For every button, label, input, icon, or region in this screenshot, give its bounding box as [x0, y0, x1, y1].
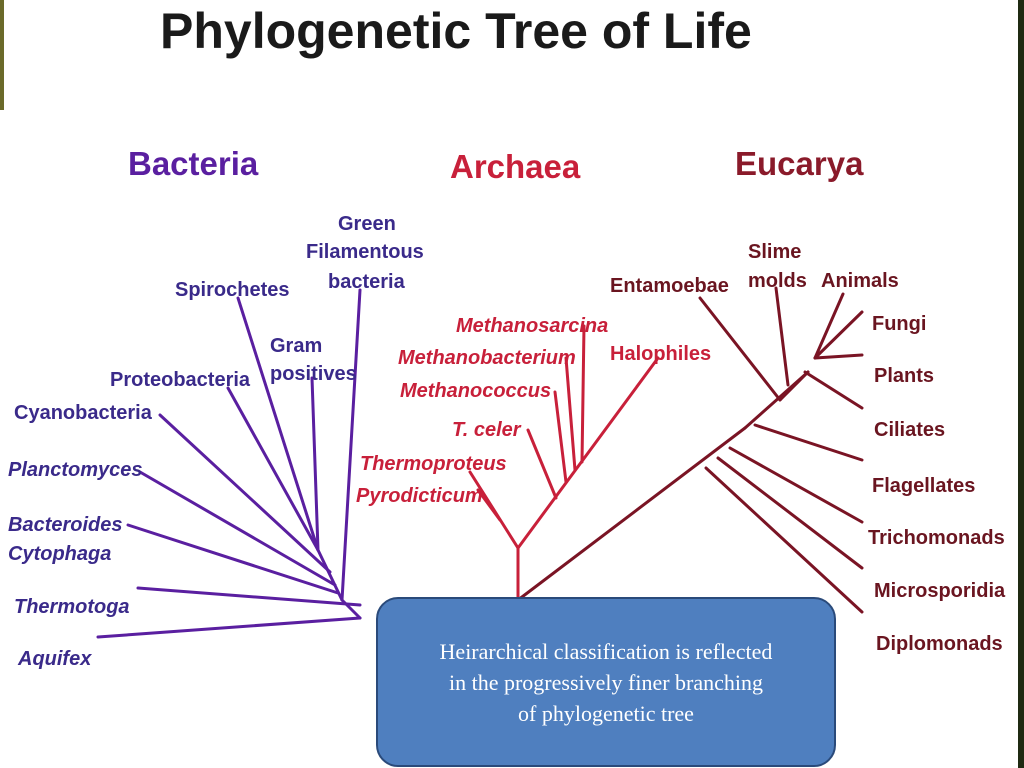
branch-diplomonads — [704, 466, 864, 614]
label-positives: positives — [270, 363, 357, 385]
branch-slime-molds — [774, 286, 790, 387]
domain-bacteria: Bacteria — [128, 145, 259, 182]
label-trichomonads: Trichomonads — [868, 527, 1005, 549]
branch-microsporidia — [716, 456, 864, 570]
eucarya-labels: Entamoebae Slime molds Animals Fungi Pla… — [610, 241, 1006, 655]
callout-box: Heirarchical classification is reflected… — [376, 597, 836, 767]
archaea-labels: Methanosarcina Methanobacterium Halophil… — [356, 315, 711, 507]
label-t-celer: T. celer — [452, 419, 522, 441]
label-spirochetes: Spirochetes — [175, 279, 289, 301]
label-pyrodicticum: Pyrodicticum — [356, 485, 483, 507]
branch-methanosarcina — [580, 324, 586, 464]
eucarya-branches — [516, 286, 864, 614]
page-title: Phylogenetic Tree of Life — [160, 3, 752, 59]
label-methanococcus: Methanococcus — [400, 380, 551, 402]
label-gram: Gram — [270, 335, 322, 357]
label-methanosarcina: Methanosarcina — [456, 315, 608, 337]
branch-cyanobacteria — [158, 413, 332, 574]
label-proteobacteria: Proteobacteria — [110, 369, 251, 391]
branch-gram-positives — [310, 376, 320, 552]
label-filamentous: Filamentous — [306, 241, 424, 263]
branch-t-celer — [526, 428, 558, 500]
label-cyanobacteria: Cyanobacteria — [14, 402, 153, 424]
label-flagellates: Flagellates — [872, 475, 975, 497]
label-green: Green — [338, 213, 396, 235]
label-methanobacterium: Methanobacterium — [398, 347, 576, 369]
branch-animals — [813, 292, 845, 360]
label-slime: Slime — [748, 241, 801, 263]
label-planctomyces: Planctomyces — [8, 459, 143, 481]
label-cytophaga: Cytophaga — [8, 543, 111, 565]
branch-entamoebae — [698, 296, 782, 402]
label-fungi: Fungi — [872, 313, 926, 335]
crown-node — [778, 370, 810, 402]
branch-green-filamentous — [340, 288, 362, 602]
branch-ciliates — [803, 370, 864, 410]
left-edge-strip — [0, 0, 4, 110]
label-thermotoga: Thermotoga — [14, 596, 130, 618]
label-entamoebae: Entamoebae — [610, 275, 729, 297]
eucarya-trunk — [516, 426, 747, 602]
branch-pyrodicticum — [476, 488, 502, 522]
label-animals: Animals — [821, 270, 899, 292]
label-bacteria-leaf: bacteria — [328, 271, 406, 293]
bacteria-branches — [96, 288, 362, 639]
branch-thermotoga — [136, 586, 362, 607]
branch-spirochetes — [236, 296, 320, 552]
branch-methanococcus — [553, 390, 568, 484]
branch-flagellates — [753, 423, 864, 462]
callout-text: Heirarchical classification is reflected… — [439, 638, 773, 726]
branch-halophiles — [516, 356, 660, 550]
archaea-branches — [468, 324, 660, 602]
label-halophiles: Halophiles — [610, 343, 711, 365]
label-bacteroides: Bacteroides — [8, 514, 123, 536]
label-aquifex: Aquifex — [17, 648, 92, 670]
right-edge-strip — [1018, 0, 1024, 768]
domain-archaea: Archaea — [450, 148, 581, 185]
branch-plants — [813, 353, 864, 360]
branch-aquifex — [96, 616, 362, 639]
branch-bacteroides — [126, 523, 340, 595]
label-diplomonads: Diplomonads — [876, 633, 1003, 655]
bacteria-labels: Green Filamentous bacteria Spirochetes G… — [8, 213, 424, 670]
label-thermoproteus: Thermoproteus — [360, 453, 507, 475]
branch-planctomyces — [138, 470, 337, 587]
branch-proteobacteria — [226, 386, 320, 552]
label-molds: molds — [748, 270, 807, 292]
branch-fungi — [813, 310, 864, 360]
branch-trichomonads — [728, 446, 864, 524]
label-plants: Plants — [874, 365, 934, 387]
domain-eucarya: Eucarya — [735, 145, 864, 182]
branch-methanobacterium — [564, 356, 577, 472]
label-microsporidia: Microsporidia — [874, 580, 1006, 602]
label-ciliates: Ciliates — [874, 419, 945, 441]
